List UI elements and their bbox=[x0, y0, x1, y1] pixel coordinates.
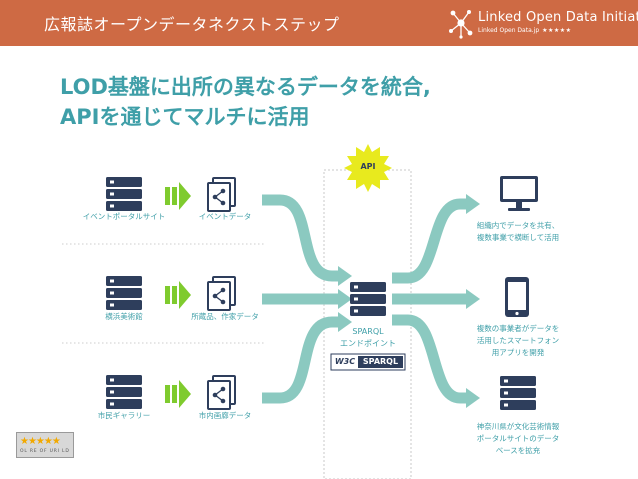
output-1-line-2: 複数事業で横断して活用 bbox=[476, 233, 560, 242]
slide-heading: LOD基盤に出所の異なるデータを統合, APIを通じてマルチに活用 bbox=[60, 72, 431, 132]
flow-out-top-head bbox=[466, 194, 480, 214]
api-badge bbox=[344, 144, 392, 192]
flow-in-top bbox=[262, 194, 340, 282]
server-icon-prefecture bbox=[500, 376, 536, 410]
linked-data-icon-gallery bbox=[207, 375, 236, 410]
output-3-line-1: 神奈川県が文化芸術情報 bbox=[476, 422, 560, 431]
heading-line-1: LOD基盤に出所の異なるデータを統合, bbox=[60, 75, 431, 99]
header-title: 広報誌オープンデータネクストステップ bbox=[44, 15, 340, 34]
output-label-smartphone: 複数の事業者がデータを 活用したスマートフォン 用アプリを開発 bbox=[466, 323, 570, 359]
data-label-collection: 所蔵品、作家データ bbox=[191, 312, 259, 321]
arrow-right-icon-3 bbox=[165, 380, 191, 408]
data-label-gallery: 市内画廊データ bbox=[198, 411, 252, 420]
smartphone-icon bbox=[505, 277, 529, 317]
monitor-icon bbox=[500, 176, 538, 211]
flow-out-bottom bbox=[392, 314, 468, 404]
heading-line-2: APIを通じてマルチに活用 bbox=[60, 105, 310, 129]
linked-data-icon-collection bbox=[207, 276, 236, 311]
brand-name: Linked Open Data Initiative bbox=[478, 10, 638, 25]
server-icon-hub bbox=[350, 282, 386, 316]
brand-stars: ★★★★★ bbox=[542, 27, 572, 34]
brand-subtitle: Linked Open Data.jp★★★★★ bbox=[478, 27, 572, 34]
output-label-organization: 組織内でデータを共有、 複数事業で横断して活用 bbox=[466, 220, 570, 244]
sparql-endpoint-label: SPARQL エンドポイント bbox=[332, 326, 404, 350]
flow-in-bottom bbox=[262, 316, 340, 404]
brand-sub-text: Linked Open Data.jp bbox=[478, 27, 540, 34]
arrow-right-icon-1 bbox=[165, 182, 191, 210]
sparql-endpoint-line-1: SPARQL bbox=[352, 327, 384, 336]
five-star-icon: ★★★★★ bbox=[20, 436, 61, 447]
w3c-text: W3C bbox=[334, 357, 356, 366]
sparql-logo-text: SPARQL bbox=[362, 357, 399, 366]
output-2-line-2: 活用したスマートフォン bbox=[476, 336, 560, 345]
output-2-line-1: 複数の事業者がデータを bbox=[476, 324, 560, 333]
five-star-levels: OL RE OF URI LD bbox=[20, 449, 70, 454]
output-2-line-3: 用アプリを開発 bbox=[491, 348, 545, 357]
header-bar: 広報誌オープンデータネクストステップ Linked Open Data Init… bbox=[0, 0, 638, 46]
five-star-open-data-badge: ★★★★★ OL RE OF URI LD bbox=[16, 432, 74, 458]
w3c-sparql-logo bbox=[330, 353, 406, 371]
output-label-prefecture: 神奈川県が文化芸術情報 ポータルサイトのデータ ベースを拡充 bbox=[466, 421, 570, 457]
source-label-gallery: 市民ギャラリー bbox=[97, 411, 151, 420]
flow-out-bottom-head bbox=[466, 388, 480, 408]
linked-data-icon-event bbox=[207, 177, 236, 212]
flow-out-top bbox=[392, 198, 468, 284]
flow-out-mid-head bbox=[466, 289, 480, 309]
output-3-line-3: ベースを拡充 bbox=[495, 446, 541, 455]
server-icon-museum bbox=[106, 276, 142, 310]
server-icon-gallery bbox=[106, 375, 142, 409]
arrow-right-icon-2 bbox=[165, 281, 191, 309]
output-3-line-2: ポータルサイトのデータ bbox=[476, 434, 560, 443]
source-label-event-portal: イベントポータルサイト bbox=[82, 212, 166, 221]
server-icon-event-portal bbox=[106, 177, 142, 211]
source-label-museum: 横浜美術館 bbox=[105, 312, 143, 321]
data-label-event: イベントデータ bbox=[198, 212, 252, 221]
flow-in-top-head bbox=[338, 266, 352, 286]
output-1-line-1: 組織内でデータを共有、 bbox=[476, 221, 560, 230]
api-label: API bbox=[360, 162, 376, 171]
flow-in-bottom-head bbox=[338, 312, 352, 332]
flow-in-mid-head bbox=[338, 289, 352, 309]
sparql-endpoint-line-2: エンドポイント bbox=[340, 339, 396, 348]
lod-network-icon bbox=[449, 10, 473, 39]
